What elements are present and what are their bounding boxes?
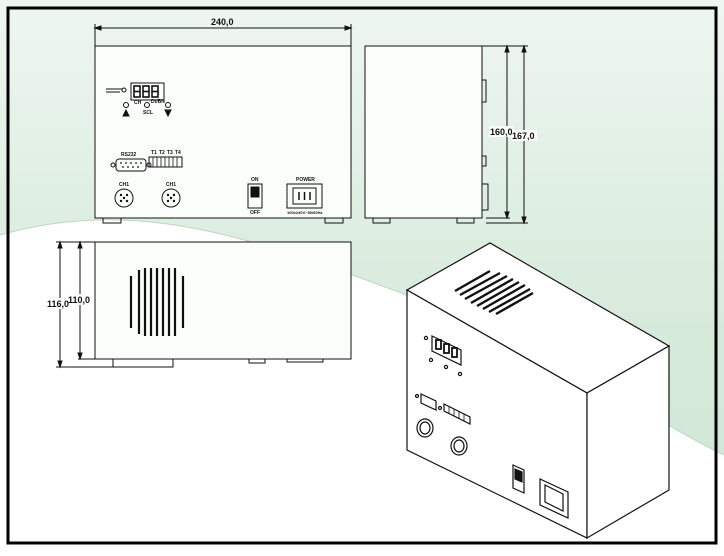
down-arrow-icon (164, 109, 172, 118)
side-panel (364, 45, 483, 219)
power-inlet-socket (292, 187, 317, 205)
drawing-frame (6, 6, 718, 545)
ch1-connector-left (114, 188, 134, 208)
width-arrow-right (344, 25, 353, 31)
width-arrow-left (93, 25, 102, 31)
width-dimension-value: 240,0 (211, 17, 234, 27)
top-view (56, 240, 352, 369)
iso-button-1 (428, 357, 434, 363)
indicator-led (121, 87, 127, 93)
button-down (165, 102, 171, 108)
power-label: POWER (296, 177, 315, 183)
up-arrow-icon (122, 108, 130, 117)
iso-button-3 (457, 371, 463, 377)
power-rating: 100x240V~50/60Hz (287, 210, 322, 215)
side-view (364, 44, 528, 225)
side-protrusion-mid (481, 155, 487, 167)
height-inner-label-bg (489, 126, 513, 137)
top-rear-inlet (286, 358, 324, 363)
power-inlet-frame (286, 183, 323, 209)
depth-inner-value: 110,0 (68, 295, 90, 305)
terminal-label-3: T3 (167, 150, 173, 156)
digit-label-right: Dt/BN (151, 99, 165, 105)
depth-outer-label-bg (46, 298, 68, 309)
switch-off-label: OFF (250, 210, 260, 216)
side-foot-left (372, 217, 391, 224)
front-foot-left (102, 217, 122, 224)
height-outer-label-bg (511, 130, 537, 141)
button-sel (144, 102, 150, 108)
iso-vent (454, 269, 534, 316)
connector-left-label: CH1 (119, 182, 129, 188)
sel-label: SCL (143, 110, 153, 116)
top-rear-switch (248, 358, 266, 364)
top-vent (129, 268, 185, 336)
switch-on-label: ON (251, 177, 259, 183)
side-foot-right (456, 217, 475, 224)
front-foot-right (324, 217, 344, 224)
iso-rs232 (420, 393, 437, 411)
rs232-connector (115, 158, 147, 172)
iso-right-face (586, 344, 670, 540)
ch1-connector-right (161, 188, 181, 208)
connector-right-label: CH1 (166, 182, 176, 188)
depth-outer-value: 116,0 (47, 299, 69, 309)
iso-button-2 (443, 364, 449, 370)
isometric-view (405, 242, 671, 540)
button-up (123, 102, 129, 108)
height-inner-value: 160,0 (490, 127, 513, 137)
front-panel (94, 45, 352, 219)
terminal-label-2: T2 (159, 150, 165, 156)
depth-inner-label-bg (68, 294, 90, 305)
side-protrusion-bottom (481, 183, 489, 211)
side-protrusion-top (481, 79, 487, 103)
top-rear-connectors (112, 358, 174, 368)
terminal-block (148, 156, 183, 168)
digit-label-left: CH (134, 100, 142, 106)
height-outer-value: 167,0 (512, 131, 535, 141)
power-switch-rocker (250, 186, 260, 198)
serial-label: RS232 (121, 152, 137, 158)
terminal-label-4: T4 (175, 150, 181, 156)
iso-terminal-block (443, 403, 471, 425)
terminal-label-1: T1 (151, 150, 157, 156)
front-view (93, 24, 353, 224)
top-panel (94, 241, 352, 360)
rs232-screw-left (110, 162, 116, 168)
iso-indicator-led (423, 335, 429, 341)
power-switch (247, 183, 263, 209)
